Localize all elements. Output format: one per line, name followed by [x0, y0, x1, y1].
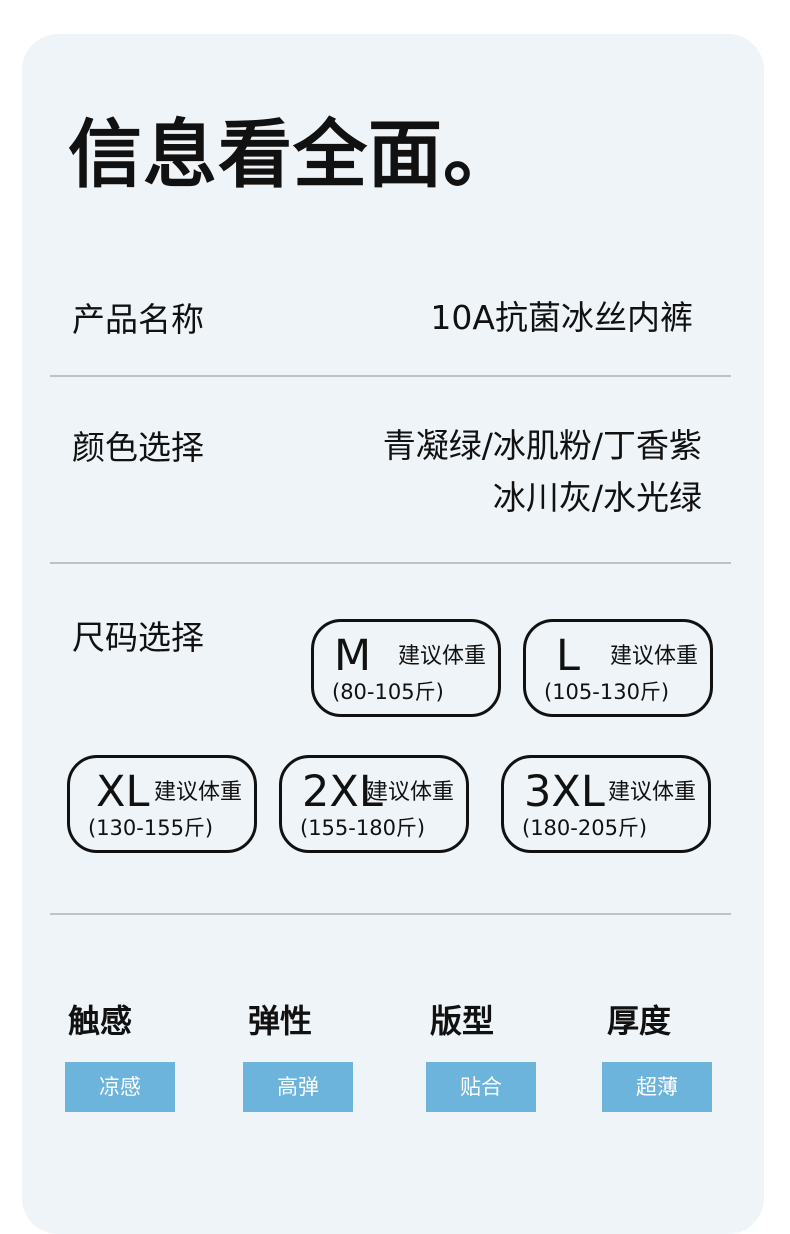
weight-note: 建议体重: [607, 780, 696, 805]
size-option-m[interactable]: M 建议体重 (80-105斤): [311, 619, 501, 717]
weight-range: (105-130斤): [544, 680, 670, 704]
size-selection-label: 尺码选择: [72, 618, 204, 657]
size-option-xl[interactable]: XL 建议体重 (130-155斤): [67, 755, 257, 853]
size-code: XL: [96, 767, 150, 817]
page-title: 信息看全面。: [68, 112, 518, 198]
color-selection-label: 颜色选择: [72, 428, 204, 467]
weight-note: 建议体重: [153, 780, 242, 805]
size-code: 2XL: [302, 767, 383, 817]
divider: [50, 913, 731, 915]
product-name-value: 10A抗菌冰丝内裤: [430, 298, 693, 337]
feature-title-fit: 版型: [430, 1002, 495, 1040]
size-option-3xl[interactable]: 3XL 建议体重 (180-205斤): [501, 755, 711, 853]
color-options-line-2: 冰川灰/水光绿: [492, 478, 702, 517]
weight-range: (180-205斤): [522, 816, 648, 840]
size-option-l[interactable]: L 建议体重 (105-130斤): [523, 619, 713, 717]
divider: [50, 562, 731, 564]
feature-tag-touch: 凉感: [65, 1062, 175, 1112]
product-name-label: 产品名称: [72, 300, 204, 339]
divider: [50, 375, 731, 377]
weight-note: 建议体重: [365, 780, 454, 805]
feature-tag-fit: 贴合: [426, 1062, 536, 1112]
feature-title-elasticity: 弹性: [248, 1002, 313, 1040]
color-options-line-1: 青凝绿/冰肌粉/丁香紫: [382, 426, 702, 465]
feature-tag-elasticity: 高弹: [243, 1062, 353, 1112]
size-code: L: [556, 631, 580, 681]
feature-title-thickness: 厚度: [607, 1002, 672, 1040]
weight-range: (80-105斤): [332, 680, 444, 704]
weight-note: 建议体重: [609, 644, 698, 669]
weight-range: (155-180斤): [300, 816, 426, 840]
size-option-2xl[interactable]: 2XL 建议体重 (155-180斤): [279, 755, 469, 853]
weight-range: (130-155斤): [88, 816, 214, 840]
feature-tag-thickness: 超薄: [602, 1062, 712, 1112]
size-code: M: [334, 631, 372, 681]
weight-note: 建议体重: [397, 644, 486, 669]
size-code: 3XL: [524, 767, 605, 817]
feature-title-touch: 触感: [68, 1002, 133, 1040]
